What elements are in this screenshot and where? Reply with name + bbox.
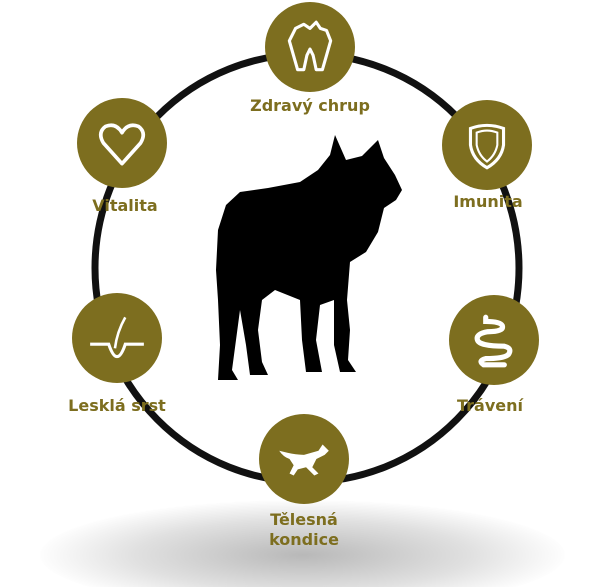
label-condition-line2: kondice: [269, 530, 339, 549]
label-teeth: Zdravý chrup: [250, 96, 370, 115]
label-vitality: Vitalita: [92, 196, 158, 215]
label-condition-line1: Tělesná: [270, 510, 338, 529]
badge-condition: [259, 414, 349, 504]
floor-shadow: [40, 500, 565, 587]
tooth-icon: [287, 20, 333, 72]
label-condition: Tělesná kondice: [269, 510, 339, 550]
badge-vitality: [77, 98, 167, 188]
badge-digestion: [449, 295, 539, 385]
badge-coat: [72, 293, 162, 383]
label-immunity: Imunita: [453, 192, 523, 211]
badge-teeth: [265, 2, 355, 92]
intestine-icon: [474, 314, 513, 368]
wolf-silhouette: [216, 135, 402, 380]
label-digestion: Trávení: [457, 396, 523, 415]
hair-follicle-icon: [90, 316, 144, 359]
label-coat: Lesklá srst: [68, 396, 166, 415]
heart-icon: [98, 123, 146, 166]
badge-immunity: [442, 100, 532, 190]
shield-icon: [468, 123, 506, 170]
running-dog-icon: [279, 444, 329, 476]
